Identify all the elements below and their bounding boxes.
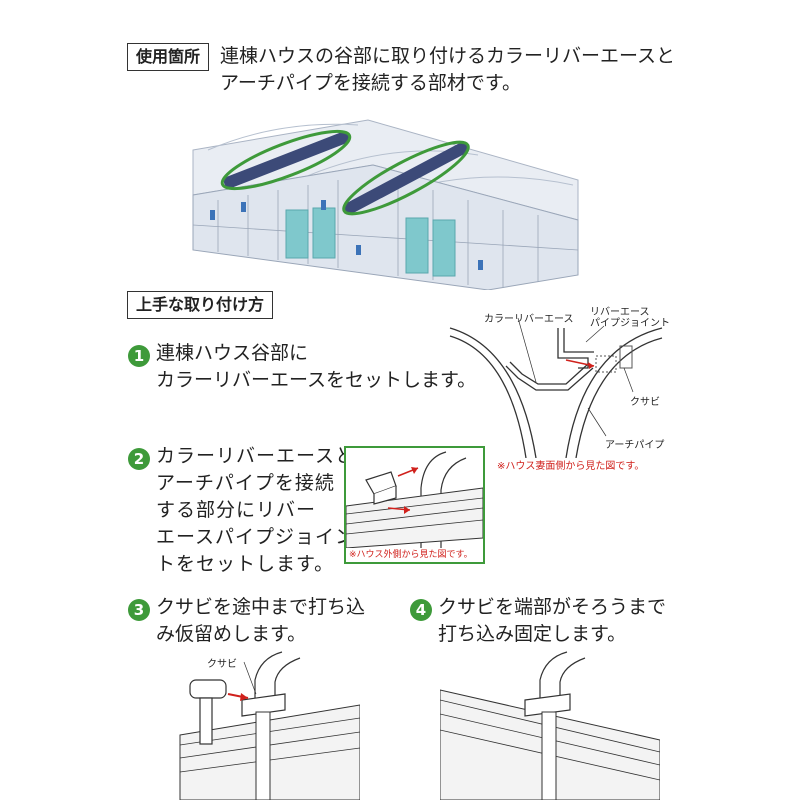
step-2-text: カラーリバーエースと アーチパイプを接続 する部分にリバー エースパイプジョイン… <box>156 443 355 578</box>
step-2-line: トをセットします。 <box>156 553 335 575</box>
step-2-line: する部分にリバー <box>156 499 317 521</box>
cross-section-diagram <box>449 317 663 458</box>
diagram2-note: ※ハウス外側から見た図です。 <box>349 550 473 560</box>
usage-label: 使用箇所 <box>127 43 210 71</box>
diagram1-note: ※ハウス妻面側から見た図です。 <box>497 461 645 472</box>
step-2-line: エースパイプジョイン <box>156 526 356 548</box>
howto-label: 上手な取り付け方 <box>127 291 274 319</box>
step-3-text: クサビを途中まで打ち込 み仮留めします。 <box>156 594 365 648</box>
outside-view-panel: ※ハウス外側から見た図です。 <box>344 446 485 564</box>
diagram1-pipe-label: アーチパイプ <box>605 440 665 451</box>
step-4-line: クサビを端部がそろうまで <box>438 596 667 618</box>
step-2-line: カラーリバーエースと <box>156 445 356 467</box>
wedge-fixed-diagram <box>440 651 660 800</box>
step-2-line: アーチパイプを接続 <box>156 472 335 494</box>
greenhouse-illustration <box>192 119 579 290</box>
outside-view-diagram <box>345 451 484 549</box>
diagram1-wedge-label: クサビ <box>630 397 660 408</box>
step-1-number: 1 <box>128 345 150 367</box>
diagram3-wedge-label: クサビ <box>207 659 237 670</box>
step-1-line: カラーリバーエースをセットします。 <box>156 369 477 391</box>
step-3-line: クサビを途中まで打ち込 <box>156 596 366 618</box>
step-1-text: 連棟ハウス谷部に カラーリバーエースをセットします。 <box>156 340 476 394</box>
diagram1-joint-label-1: リバーエース <box>590 307 650 318</box>
step-1-line: 連棟ハウス谷部に <box>156 342 309 364</box>
step-4-text: クサビを端部がそろうまで 打ち込み固定します。 <box>438 594 666 648</box>
wedge-partial-diagram <box>179 651 360 800</box>
diagram1-gutter-label: カラーリバーエース <box>484 314 574 325</box>
usage-line-2: アーチパイプを接続する部材です。 <box>220 72 521 94</box>
diagram1-joint-label-2: パイプジョイント <box>590 318 670 329</box>
step-2-number: 2 <box>128 448 150 470</box>
step-4-line: 打ち込み固定します。 <box>438 623 627 645</box>
step-3-line: み仮留めします。 <box>156 623 307 645</box>
step-3-number: 3 <box>128 599 150 621</box>
usage-line-1: 連棟ハウスの谷部に取り付けるカラーリバーエースと <box>220 45 676 67</box>
step-4-number: 4 <box>410 599 432 621</box>
usage-description: 連棟ハウスの谷部に取り付けるカラーリバーエースと アーチパイプを接続する部材です… <box>220 43 675 97</box>
